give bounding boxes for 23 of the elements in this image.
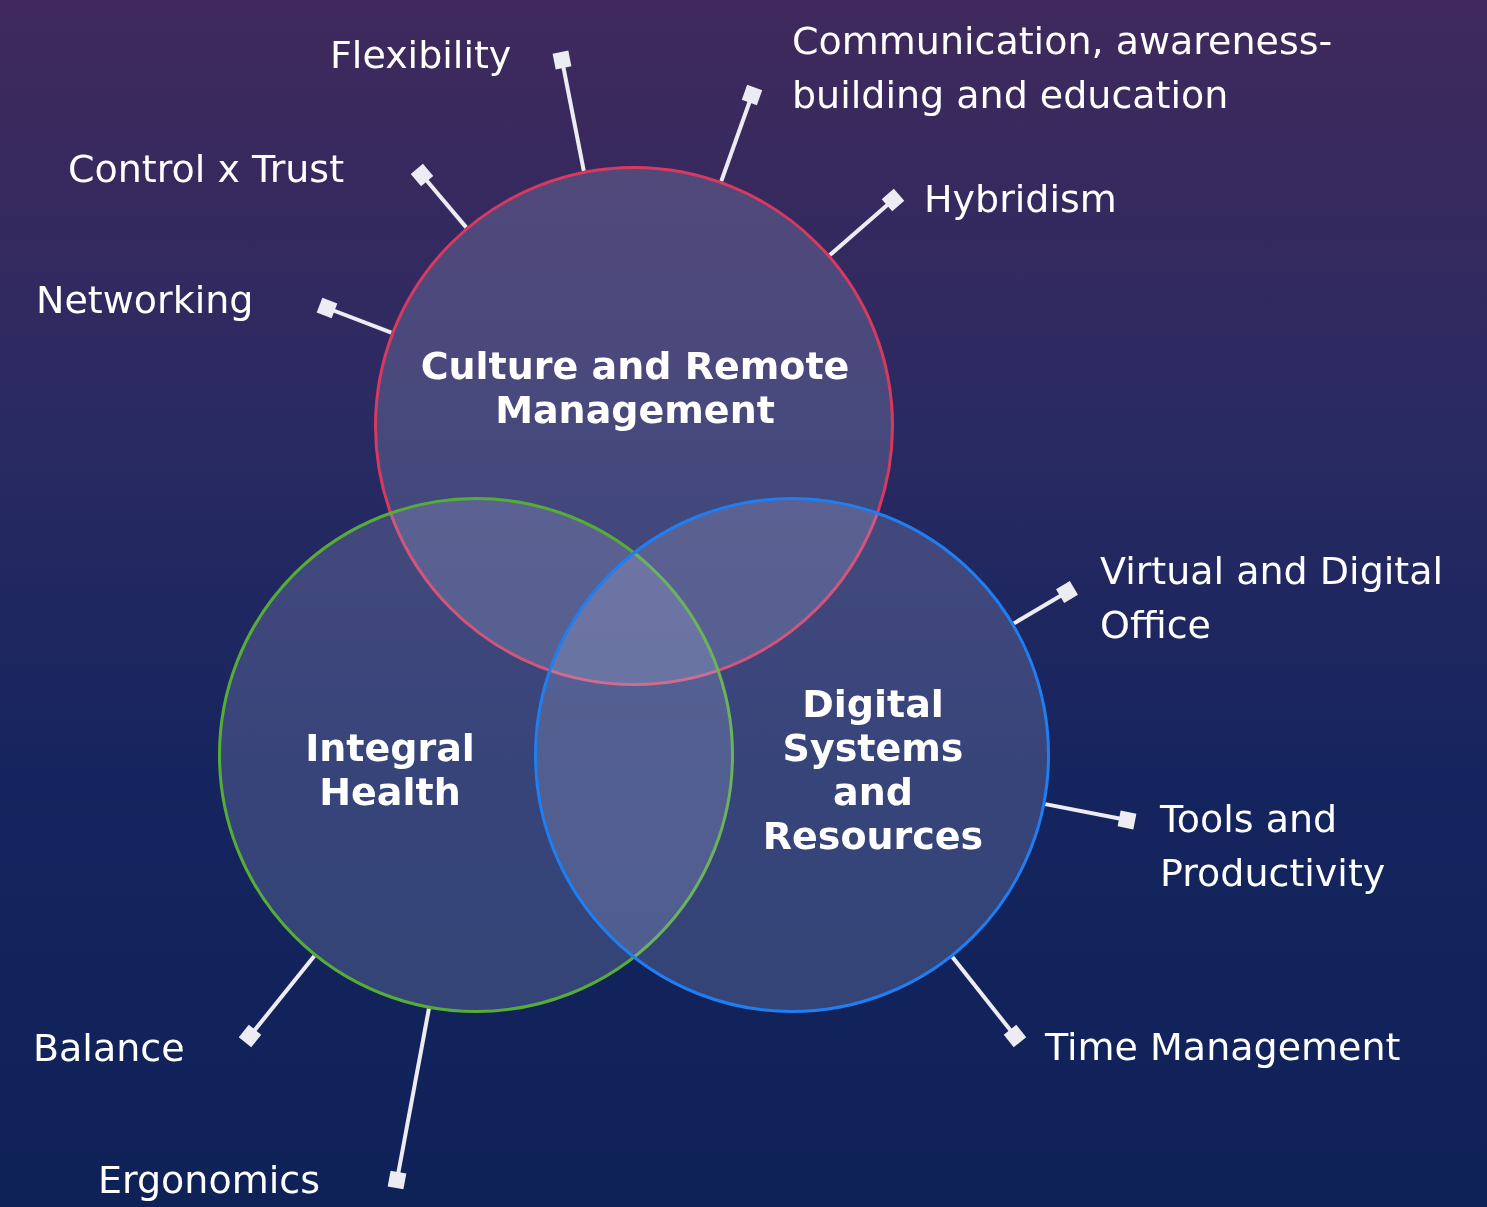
topic-label: Communication, awareness-building and education	[792, 14, 1472, 122]
leader-line	[387, 1008, 431, 1190]
leader-line	[552, 50, 586, 172]
leader-line	[950, 955, 1027, 1048]
topic-label: Virtual and Digital Office	[1100, 544, 1460, 652]
leader-line	[410, 163, 468, 229]
topic-label: Balance	[33, 1021, 233, 1075]
topic-label: Ergonomics	[98, 1153, 378, 1207]
leader-line	[316, 297, 392, 335]
topic-label: Control x Trust	[68, 142, 408, 196]
circle-title: Integral Health	[304, 726, 476, 814]
topic-label: Hybridism	[924, 172, 1184, 226]
topic-label: Flexibility	[330, 28, 560, 82]
circle-title: Culture and Remote Management	[419, 344, 851, 432]
leader-line	[238, 954, 316, 1048]
topic-label: Tools and Productivity	[1160, 792, 1480, 900]
topic-label: Networking	[36, 273, 316, 327]
circle-title: Digital Systems and Resources	[761, 682, 985, 858]
leader-line	[1044, 802, 1137, 830]
leader-line	[719, 84, 763, 182]
leader-line	[828, 188, 905, 257]
topic-label: Time Management	[1045, 1020, 1485, 1074]
leader-line	[1012, 581, 1078, 626]
